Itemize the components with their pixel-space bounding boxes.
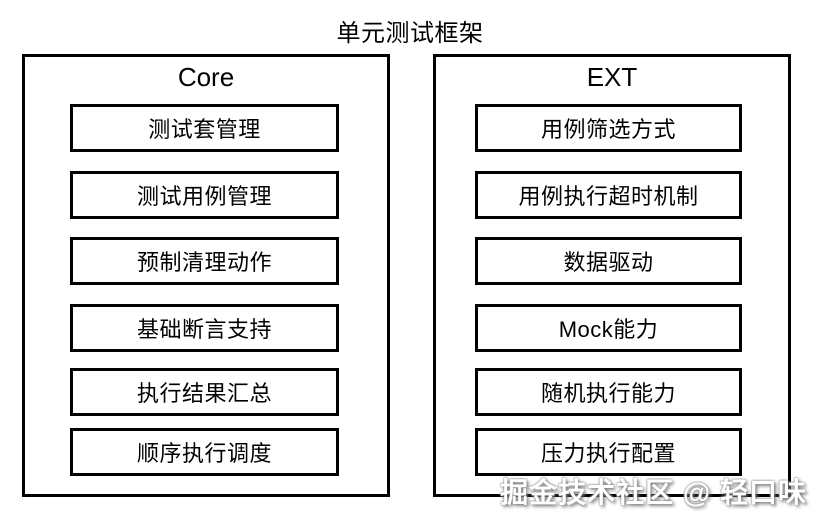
watermark: 掘金技术社区 @ 轻口味 bbox=[500, 477, 807, 508]
node-ext-random-execution: 随机执行能力 bbox=[475, 368, 742, 416]
node-core-sequential-scheduling: 顺序执行调度 bbox=[70, 428, 339, 476]
panel-ext: EXT 用例筛选方式 用例执行超时机制 数据驱动 Mock能力 随机执行能力 压… bbox=[433, 54, 791, 497]
node-core-setup-teardown-actions: 预制清理动作 bbox=[70, 237, 339, 285]
node-ext-case-filtering: 用例筛选方式 bbox=[475, 104, 742, 152]
node-ext-data-driven: 数据驱动 bbox=[475, 237, 742, 285]
node-core-test-case-management: 测试用例管理 bbox=[70, 171, 339, 219]
node-core-test-suite-management: 测试套管理 bbox=[70, 104, 339, 152]
node-core-result-summary: 执行结果汇总 bbox=[70, 368, 339, 416]
panel-core-header: Core bbox=[177, 62, 235, 92]
node-ext-case-timeout: 用例执行超时机制 bbox=[475, 171, 742, 219]
diagram-title: 单元测试框架 bbox=[336, 20, 484, 47]
node-core-basic-assertion-support: 基础断言支持 bbox=[70, 304, 339, 352]
node-ext-mock-capability: Mock能力 bbox=[475, 304, 742, 352]
panel-core: Core 测试套管理 测试用例管理 预制清理动作 基础断言支持 执行结果汇总 顺… bbox=[22, 54, 390, 497]
panel-ext-header: EXT bbox=[586, 62, 638, 92]
node-ext-stress-configuration: 压力执行配置 bbox=[475, 428, 742, 476]
